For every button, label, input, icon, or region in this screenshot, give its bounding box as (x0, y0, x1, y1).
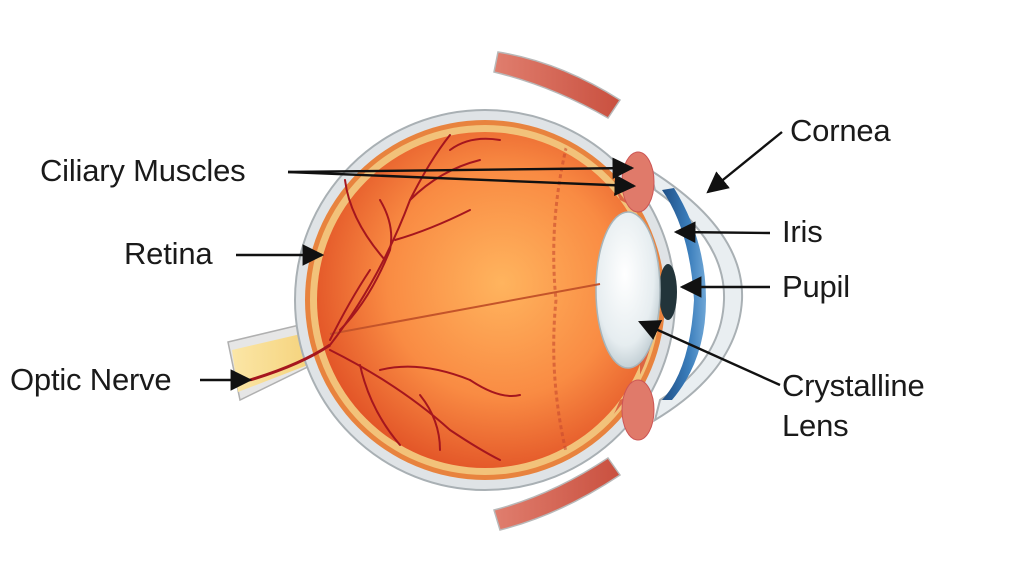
ciliary-pointer-lower (287, 170, 637, 197)
label-lens-line1: Crystalline (782, 368, 925, 403)
main-artery (249, 343, 331, 382)
pointer-lines (200, 131, 783, 391)
label-crystalline-lens: Crystalline Lens (782, 366, 925, 446)
ciliary-muscle-lower (621, 379, 655, 441)
iris-pointer (673, 221, 771, 244)
pupil-shape (659, 264, 677, 320)
label-iris: Iris (782, 214, 823, 249)
cornea-pointer (706, 131, 783, 194)
label-lens-line2: Lens (782, 408, 849, 443)
label-optic-nerve: Optic Nerve (10, 362, 172, 397)
lower-eye-muscle (493, 456, 622, 531)
crystalline-lens (595, 211, 661, 369)
ciliary-pointer-upper (287, 157, 635, 180)
hyaloid-line (329, 283, 601, 335)
label-cornea: Cornea (790, 113, 891, 148)
label-retina: Retina (124, 236, 213, 271)
lens-pointer (638, 320, 781, 387)
label-ciliary-muscles: Ciliary Muscles (40, 153, 246, 188)
zonular-region (552, 139, 570, 461)
ciliary-muscle-upper (621, 151, 655, 213)
upper-eye-muscle (493, 51, 622, 119)
label-pupil: Pupil (782, 269, 850, 304)
vitreous-body (317, 132, 653, 468)
retinal-vessels (329, 134, 521, 461)
